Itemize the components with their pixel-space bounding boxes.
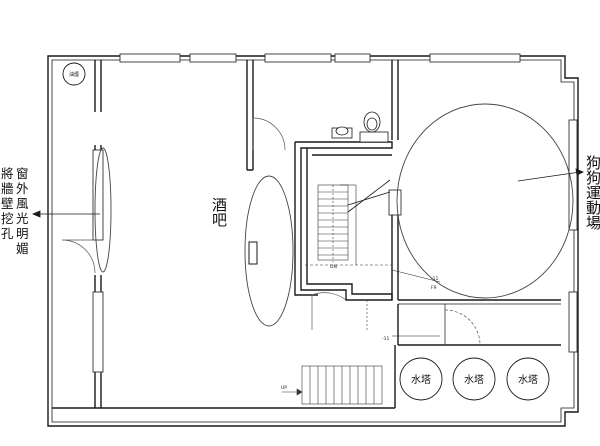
window-note-char: 孔: [1, 226, 14, 241]
fixtures: [331, 111, 389, 143]
bar-label: 酒吧: [210, 197, 228, 227]
outer-walls: [47, 55, 579, 427]
window-note-col-right: 窗 外 風 光 明 媚: [16, 166, 32, 256]
stair-dn: [305, 184, 392, 266]
zones: [94, 103, 574, 327]
window-note-char: 將: [1, 166, 14, 181]
dog-area-label: 狗狗運動場: [584, 155, 600, 230]
window-note-char: 挖: [1, 211, 14, 226]
exhaust-vent: [62, 62, 86, 86]
tank-label-2: 水塔: [464, 373, 484, 386]
window-wall-zone: [94, 147, 112, 273]
doors: [61, 117, 481, 346]
water-tanks: [399, 357, 550, 401]
window-note-char: 窗: [16, 166, 29, 181]
tank-label-1: 水塔: [411, 373, 431, 386]
tank-label-3: 水塔: [518, 373, 538, 386]
water-tank-1: [399, 357, 443, 401]
window-note-char: 光: [16, 211, 29, 226]
window-note-char: 媚: [16, 241, 29, 256]
stair-up-label: UP: [281, 385, 287, 391]
stair-dn-label: DN: [330, 264, 337, 270]
water-tank-3: [506, 357, 550, 401]
window-note-char: 明: [16, 226, 29, 241]
exhaust-tag: 油煙: [69, 71, 79, 78]
bar-zone: [244, 175, 294, 327]
level-upper: -11: [431, 276, 438, 282]
window-note-char: 外: [16, 181, 29, 196]
bar-counter: [248, 241, 258, 265]
level-lower: -11: [382, 336, 389, 342]
window-note-char: 牆: [1, 181, 14, 196]
window-note-col-left: 將 牆 壁 挖 孔: [1, 166, 17, 241]
windows: [92, 53, 578, 373]
water-tank-2: [452, 357, 496, 401]
level-upper-b: F9: [431, 285, 437, 291]
window-note-char: 風: [16, 196, 29, 211]
leaders: [31, 168, 584, 337]
dog-area-zone: [396, 103, 574, 299]
stair-up: [282, 365, 383, 405]
window-note-char: 壁: [1, 196, 14, 211]
